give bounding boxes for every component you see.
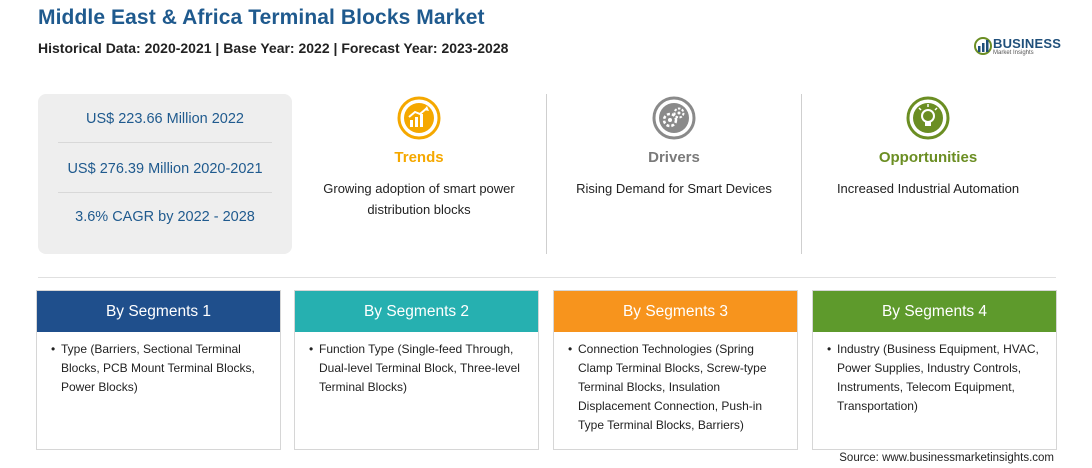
page-title: Middle East & Africa Terminal Blocks Mar… [38, 6, 485, 29]
segment-card-1: By Segments 1 • Type (Barriers, Sectiona… [36, 290, 281, 450]
segment-1-title: By Segments 1 [37, 291, 280, 332]
gears-icon [652, 96, 696, 140]
bullet-icon: • [51, 342, 56, 356]
segment-2-text: Function Type (Single-feed Through, Dual… [319, 342, 520, 394]
stats-divider [58, 142, 272, 143]
segment-4-body: • Industry (Business Equipment, HVAC, Po… [813, 332, 1056, 416]
segment-4-title: By Segments 4 [813, 291, 1056, 332]
logo-wordmark: BUSINESS [993, 36, 1062, 51]
trends-column: Trends Growing adoption of smart power d… [299, 96, 539, 256]
segment-card-3: By Segments 3 • Connection Technologies … [553, 290, 798, 450]
market-value-2022: US$ 223.66 Million 2022 [86, 111, 244, 127]
lightbulb-icon [906, 96, 950, 140]
rising-chart-icon [397, 96, 441, 140]
segment-card-2: By Segments 2 • Function Type (Single-fe… [294, 290, 539, 450]
column-divider [546, 94, 547, 254]
segment-card-4: By Segments 4 • Industry (Business Equip… [812, 290, 1057, 450]
market-cagr: 3.6% CAGR by 2022 - 2028 [75, 209, 255, 225]
market-stats-panel: US$ 223.66 Million 2022 US$ 276.39 Milli… [38, 94, 292, 254]
page-subtitle: Historical Data: 2020-2021 | Base Year: … [38, 40, 509, 56]
bullet-icon: • [827, 342, 832, 356]
trends-text: Growing adoption of smart power distribu… [323, 181, 515, 217]
stats-divider [58, 192, 272, 193]
market-value-historical: US$ 276.39 Million 2020-2021 [67, 161, 263, 177]
segment-1-body: • Type (Barriers, Sectional Terminal Blo… [37, 332, 280, 397]
segment-2-title: By Segments 2 [295, 291, 538, 332]
column-divider [801, 94, 802, 254]
opportunities-text: Increased Industrial Automation [836, 181, 1020, 196]
drivers-column: Drivers Rising Demand for Smart Devices [554, 96, 794, 256]
bullet-icon: • [309, 342, 314, 356]
company-logo: BUSINESS Market Insights [974, 34, 1064, 60]
segment-3-text: Connection Technologies (Spring Clamp Te… [578, 342, 767, 432]
segment-3-title: By Segments 3 [554, 291, 797, 332]
opportunities-column: Opportunities Increased Industrial Autom… [808, 96, 1048, 256]
segment-1-text: Type (Barriers, Sectional Terminal Block… [61, 342, 255, 394]
trends-heading: Trends [394, 149, 444, 166]
segment-4-text: Industry (Business Equipment, HVAC, Powe… [837, 342, 1039, 413]
bullet-icon: • [568, 342, 573, 356]
segment-2-body: • Function Type (Single-feed Through, Du… [295, 332, 538, 397]
source-credit: Source: www.businessmarketinsights.com [839, 452, 1054, 464]
section-divider [38, 277, 1056, 278]
segment-3-body: • Connection Technologies (Spring Clamp … [554, 332, 797, 435]
logo-tagline: Market Insights [993, 50, 1034, 56]
drivers-text: Rising Demand for Smart Devices [576, 181, 772, 196]
opportunities-heading: Opportunities [878, 149, 978, 166]
logo-globe-icon [974, 37, 992, 55]
drivers-heading: Drivers [648, 149, 700, 166]
